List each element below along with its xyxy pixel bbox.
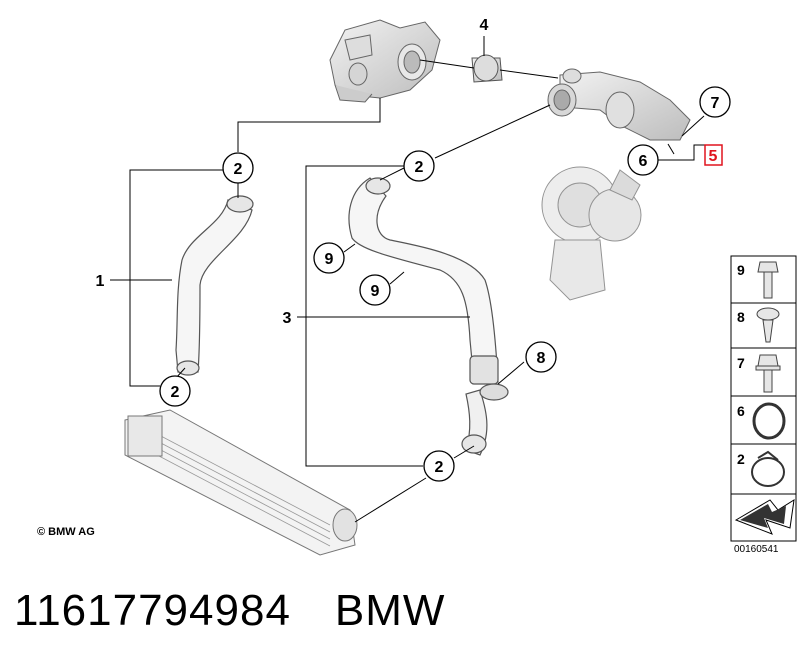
parts-legend: 9 8 7 6 bbox=[730, 255, 797, 542]
callout-number: 9 bbox=[371, 283, 380, 300]
part-number: 11617794984 bbox=[14, 586, 291, 635]
bolt-icon bbox=[757, 261, 779, 299]
legend-number: 6 bbox=[737, 403, 745, 419]
callout-4: 4 bbox=[480, 17, 489, 34]
highlight-box bbox=[704, 144, 723, 166]
brand-name: BMW bbox=[334, 586, 446, 635]
callout-number: 6 bbox=[639, 153, 648, 170]
callout-7: 7 bbox=[699, 86, 731, 118]
diagram-id: 00160541 bbox=[734, 544, 779, 555]
intercooler-illustration bbox=[124, 409, 358, 556]
legend-number: 2 bbox=[737, 451, 745, 467]
hose-1-illustration bbox=[175, 195, 254, 376]
callout-8: 8 bbox=[525, 341, 557, 373]
callout-9-upper: 9 bbox=[313, 242, 345, 274]
callout-2-left-bottom: 2 bbox=[159, 375, 191, 407]
leader-lines bbox=[110, 36, 710, 523]
callout-number: 7 bbox=[711, 95, 720, 112]
legend-row-8: 8 bbox=[737, 307, 780, 343]
air-duct-illustration bbox=[547, 68, 691, 141]
copyright-text: © BMW AG bbox=[37, 526, 95, 538]
o-ring-icon bbox=[752, 402, 786, 440]
legend-row-9: 9 bbox=[737, 261, 779, 299]
legend-number: 8 bbox=[737, 309, 745, 325]
label-3: 3 bbox=[283, 310, 292, 327]
callout-5-highlighted: 5 bbox=[704, 144, 723, 166]
caption: 11617794984 BMW bbox=[14, 586, 445, 636]
legend-row-2: 2 bbox=[737, 450, 785, 487]
hose-clamp-icon bbox=[751, 450, 785, 487]
callout-2-left-top: 2 bbox=[222, 152, 254, 184]
callout-9-lower: 9 bbox=[359, 274, 391, 306]
callout-number: 2 bbox=[171, 384, 180, 401]
callout-number: 2 bbox=[415, 159, 424, 176]
callout-2-mid-bottom: 2 bbox=[423, 450, 455, 482]
turbocharger-illustration bbox=[541, 166, 642, 301]
callout-2-mid-top: 2 bbox=[403, 150, 435, 182]
hose-3-illustration bbox=[348, 177, 509, 456]
arrow-icon bbox=[734, 499, 795, 535]
parts-diagram: 2 2 2 2 4 7 6 5 9 9 8 1 3 bbox=[96, 17, 797, 556]
screw-icon bbox=[756, 307, 780, 343]
throttle-body-illustration bbox=[329, 19, 441, 103]
flange-bolt-icon bbox=[755, 354, 781, 393]
callout-number: 4 bbox=[480, 17, 489, 34]
callout-number: 9 bbox=[325, 251, 334, 268]
legend-row-6: 6 bbox=[737, 402, 786, 440]
callout-number: 2 bbox=[234, 161, 243, 178]
callout-number: 2 bbox=[435, 459, 444, 476]
callout-6: 6 bbox=[627, 144, 659, 176]
callout-number: 8 bbox=[537, 350, 546, 367]
legend-number: 7 bbox=[737, 355, 745, 371]
label-1: 1 bbox=[96, 273, 105, 290]
coupling-illustration bbox=[471, 54, 503, 83]
legend-row-7: 7 bbox=[737, 354, 781, 393]
callout-number: 5 bbox=[709, 148, 718, 165]
legend-number: 9 bbox=[737, 262, 745, 278]
